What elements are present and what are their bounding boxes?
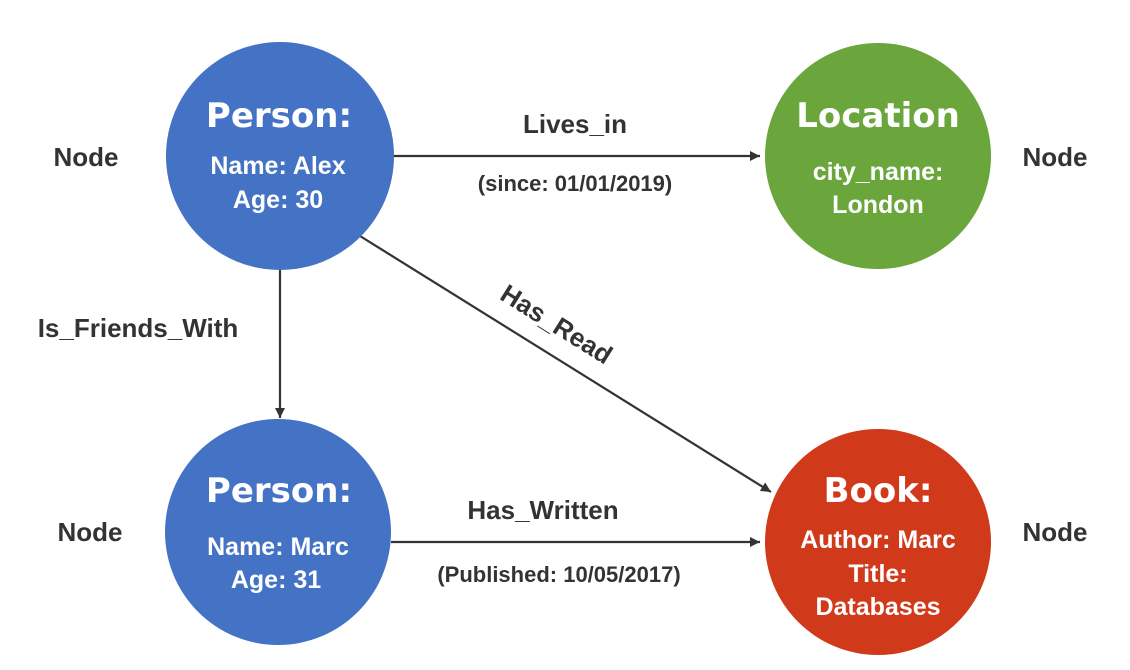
node-location[interactable]: Location city_name: London <box>765 43 991 269</box>
node-title: Person: <box>206 471 352 511</box>
node-person-alex[interactable]: Person: Name: Alex Age: 30 <box>166 42 394 270</box>
node-attribute: Age: 31 <box>231 566 321 594</box>
node-type-label: Node <box>1023 517 1088 547</box>
edge-label-lives-in: Lives_in <box>523 109 627 139</box>
edge-has-read <box>359 235 772 493</box>
node-circle <box>166 42 394 270</box>
node-title: Location <box>796 96 960 136</box>
node-person-marc[interactable]: Person: Name: Marc Age: 31 <box>165 419 391 645</box>
node-attribute: Title: <box>848 560 907 588</box>
node-attribute: Databases <box>815 593 940 621</box>
node-attribute: Author: Marc <box>800 526 956 554</box>
node-attribute: Age: 30 <box>233 186 323 214</box>
node-title: Person: <box>206 96 352 136</box>
node-attribute: Name: Marc <box>207 533 349 561</box>
node-type-label: Node <box>1023 142 1088 172</box>
edge-property-has-written: (Published: 10/05/2017) <box>437 562 680 587</box>
node-type-label: Node <box>58 517 123 547</box>
edge-label-has-written: Has_Written <box>467 495 618 525</box>
node-circle <box>165 419 391 645</box>
edge-property-lives-in: (since: 01/01/2019) <box>478 171 672 196</box>
node-book[interactable]: Book: Author: Marc Title: Databases <box>765 429 991 655</box>
node-title: Book: <box>824 471 933 511</box>
node-attribute: Name: Alex <box>210 152 345 180</box>
node-attribute: London <box>832 191 924 219</box>
node-type-label: Node <box>54 142 119 172</box>
node-circle <box>765 429 991 655</box>
edge-label-is-friends-with: Is_Friends_With <box>38 313 239 343</box>
node-attribute: city_name: <box>813 158 944 186</box>
node-circle <box>765 43 991 269</box>
edge-label-has-read: Has_Read <box>495 278 618 370</box>
